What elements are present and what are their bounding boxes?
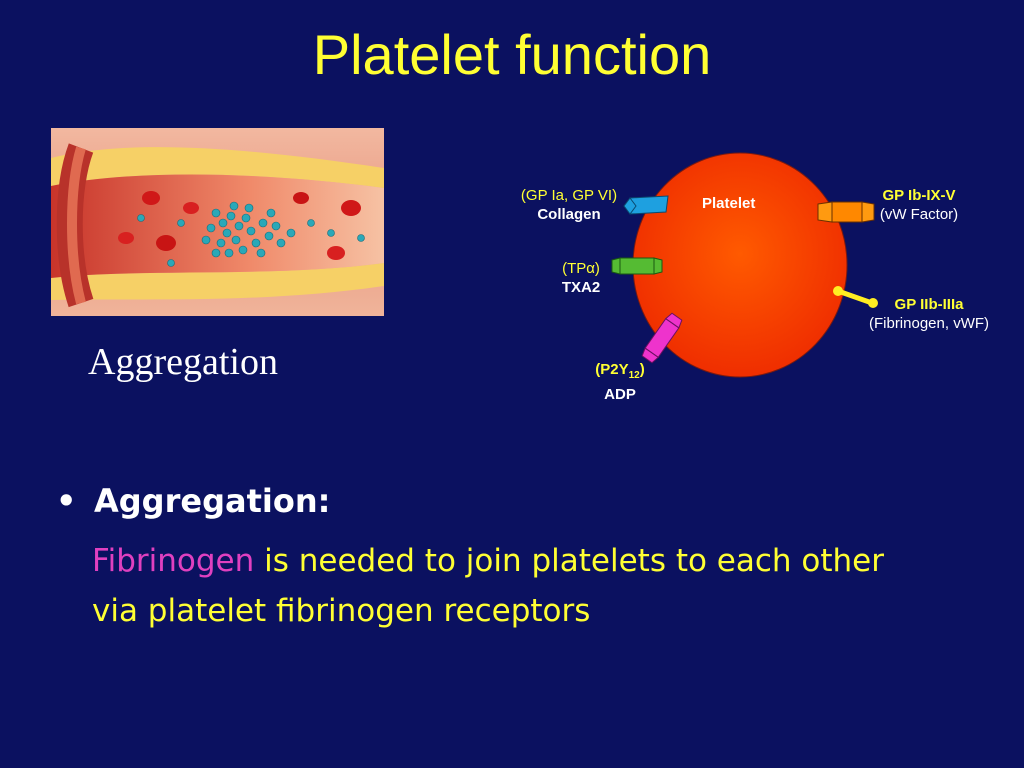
txa2-receptor-label: (TPα) <box>562 260 600 277</box>
gpib-ligand-label: (vW Factor) <box>879 206 959 223</box>
bullet-highlight: Fibrinogen <box>92 543 255 579</box>
txa2-agonist-label: TXA2 <box>561 279 601 296</box>
platelet-label: Platelet <box>702 195 756 212</box>
gpiib-receptor-label: GP IIb-IIIa <box>894 296 964 313</box>
adp-label-group: (P2Y12) ADP <box>580 360 660 404</box>
collagen-receptor <box>623 195 669 215</box>
adp-receptor-label: (P2Y12) <box>595 361 645 381</box>
collagen-receptor-label: (GP Ia, GP VI) <box>520 187 618 204</box>
platelet-diagram-svg <box>611 152 878 378</box>
bullet-text: is needed to join platelets to each othe… <box>92 543 884 629</box>
adp-agonist-label: ADP <box>604 386 636 403</box>
vessel-illustration <box>51 128 384 316</box>
adp-receptor <box>641 312 683 364</box>
txa2-receptor <box>611 257 663 275</box>
collagen-label-group: (GP Ia, GP VI) Collagen <box>504 186 634 224</box>
image-caption: Aggregation <box>88 341 278 383</box>
bullet-dot-icon: • <box>56 482 77 520</box>
slide-title: Platelet function <box>312 23 712 86</box>
platelet-diagram: Platelet (GP Ia, GP VI) Collagen (TPα) T… <box>480 140 1024 420</box>
bullet-item: • Aggregation: <box>56 482 956 526</box>
gpiib-receptor <box>833 286 878 308</box>
bullet-list: • Aggregation: Fibrinogen is needed to jo… <box>56 482 956 636</box>
gpib-receptor-label: GP Ib-IX-V <box>882 187 956 204</box>
bullet-heading: Aggregation: <box>94 482 331 520</box>
gpib-label-group: GP Ib-IX-V (vW Factor) <box>864 186 974 224</box>
collagen-agonist-label: Collagen <box>537 206 601 223</box>
gpib-receptor <box>817 201 875 223</box>
gpiib-ligand-label: (Fibrinogen, vWF) <box>868 315 990 332</box>
txa2-label-group: (TPα) TXA2 <box>542 259 620 297</box>
bullet-body: Fibrinogen is needed to join platelets t… <box>56 536 932 636</box>
gpiib-label-group: GP IIb-IIIa (Fibrinogen, vWF) <box>844 295 1014 333</box>
